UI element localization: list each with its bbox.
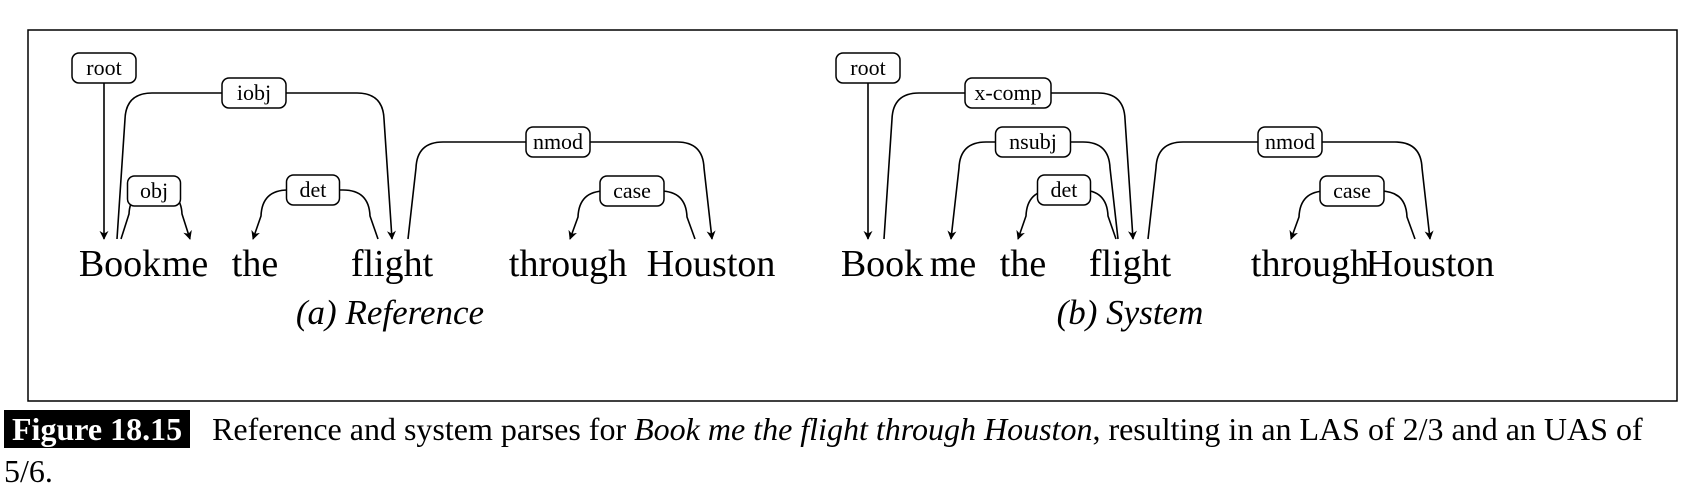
arc-label-box — [1257, 126, 1323, 158]
arc-label-box — [994, 126, 1072, 158]
arc-label: det — [1051, 177, 1078, 202]
word-flight: flight — [351, 243, 434, 285]
figure-number: Figure 18.15 — [4, 410, 191, 448]
word-me: me — [162, 243, 208, 285]
arc-label-box — [126, 175, 182, 207]
word-the: the — [232, 243, 278, 285]
arc-label: root — [850, 55, 885, 80]
arc-label-box — [835, 52, 901, 84]
arc-label-box — [525, 126, 591, 158]
arc-nmod: nmod — [1147, 126, 1434, 240]
arc-label: obj — [140, 178, 168, 203]
arc-label-box — [964, 77, 1052, 109]
arc-label-box — [1319, 175, 1385, 207]
arc-case: case — [568, 175, 696, 240]
arc-label: det — [300, 177, 327, 202]
arc-label-box — [285, 174, 341, 206]
arc-label-box — [221, 77, 287, 109]
word-houston: Houston — [1366, 243, 1495, 285]
word-through: through — [509, 243, 627, 285]
arc-root: root — [835, 52, 901, 240]
arc-label: case — [1333, 178, 1371, 203]
arc-x-comp: x-comp — [883, 77, 1137, 240]
figure-frame — [27, 29, 1678, 402]
arc-label: nmod — [1265, 129, 1315, 154]
arc-det: det — [1016, 174, 1117, 240]
arc-iobj: iobj — [116, 77, 396, 240]
arc-label-box — [599, 175, 665, 207]
arc-label: x-comp — [974, 80, 1041, 105]
figure-caption: Figure 18.15 Reference and system parses … — [4, 408, 1694, 492]
arc-label-box — [71, 52, 137, 84]
arc-label: nmod — [533, 129, 583, 154]
arc-label: case — [613, 178, 651, 203]
caption-text-after: , resulting in an LAS of 2/3 and an UAS … — [4, 411, 1643, 489]
arc-root: root — [71, 52, 137, 240]
caption-sentence: Book me the flight through Houston — [634, 411, 1093, 447]
caption-text-before: Reference and system parses for — [212, 411, 635, 447]
panel-subtitle: (a) Reference — [296, 293, 484, 332]
arc-label: iobj — [237, 80, 271, 105]
arc-case: case — [1289, 175, 1416, 240]
arc-line — [116, 92, 396, 240]
word-houston: Houston — [647, 243, 776, 285]
arc-label: root — [86, 55, 121, 80]
word-flight: flight — [1089, 243, 1172, 285]
arc-obj: obj — [120, 175, 192, 240]
arc-nmod: nmod — [407, 126, 716, 240]
arc-label-box — [1036, 174, 1092, 206]
arc-det: det — [251, 174, 379, 240]
word-book: Book — [79, 243, 161, 285]
arc-label: nsubj — [1009, 129, 1057, 154]
word-the: the — [1000, 243, 1046, 285]
arc-line — [883, 92, 1137, 240]
arc-nsubj: nsubj — [947, 126, 1119, 240]
word-book: Book — [841, 243, 923, 285]
word-through: through — [1251, 243, 1369, 285]
panel-subtitle: (b) System — [1057, 293, 1204, 332]
word-me: me — [930, 243, 976, 285]
